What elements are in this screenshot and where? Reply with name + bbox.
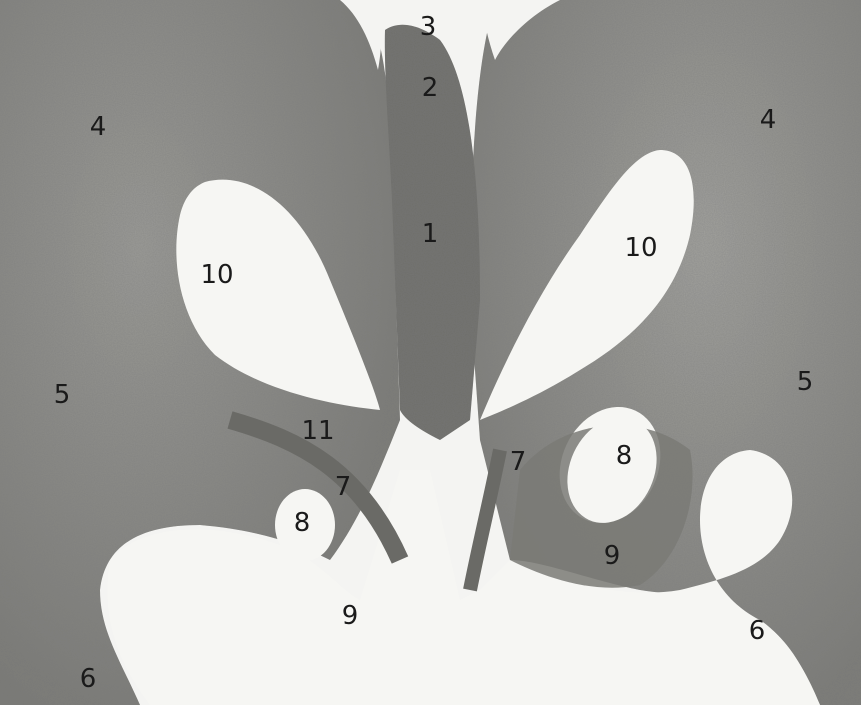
- label-4-left: 4: [90, 114, 107, 140]
- label-9-right: 9: [604, 543, 621, 569]
- label-3: 3: [420, 14, 437, 40]
- label-7-right: 7: [510, 449, 527, 475]
- label-2: 2: [422, 75, 439, 101]
- label-10-right: 10: [624, 235, 657, 261]
- label-4-right: 4: [760, 107, 777, 133]
- label-6-right: 6: [749, 618, 766, 644]
- label-5-left: 5: [54, 382, 71, 408]
- label-8-right: 8: [616, 443, 633, 469]
- label-7-left: 7: [335, 474, 352, 500]
- label-1: 1: [422, 221, 439, 247]
- label-10-left: 10: [200, 262, 233, 288]
- label-5-right: 5: [797, 369, 814, 395]
- label-8-left: 8: [294, 510, 311, 536]
- label-11: 11: [301, 418, 334, 444]
- label-9-left: 9: [342, 603, 359, 629]
- label-6-left: 6: [80, 666, 97, 692]
